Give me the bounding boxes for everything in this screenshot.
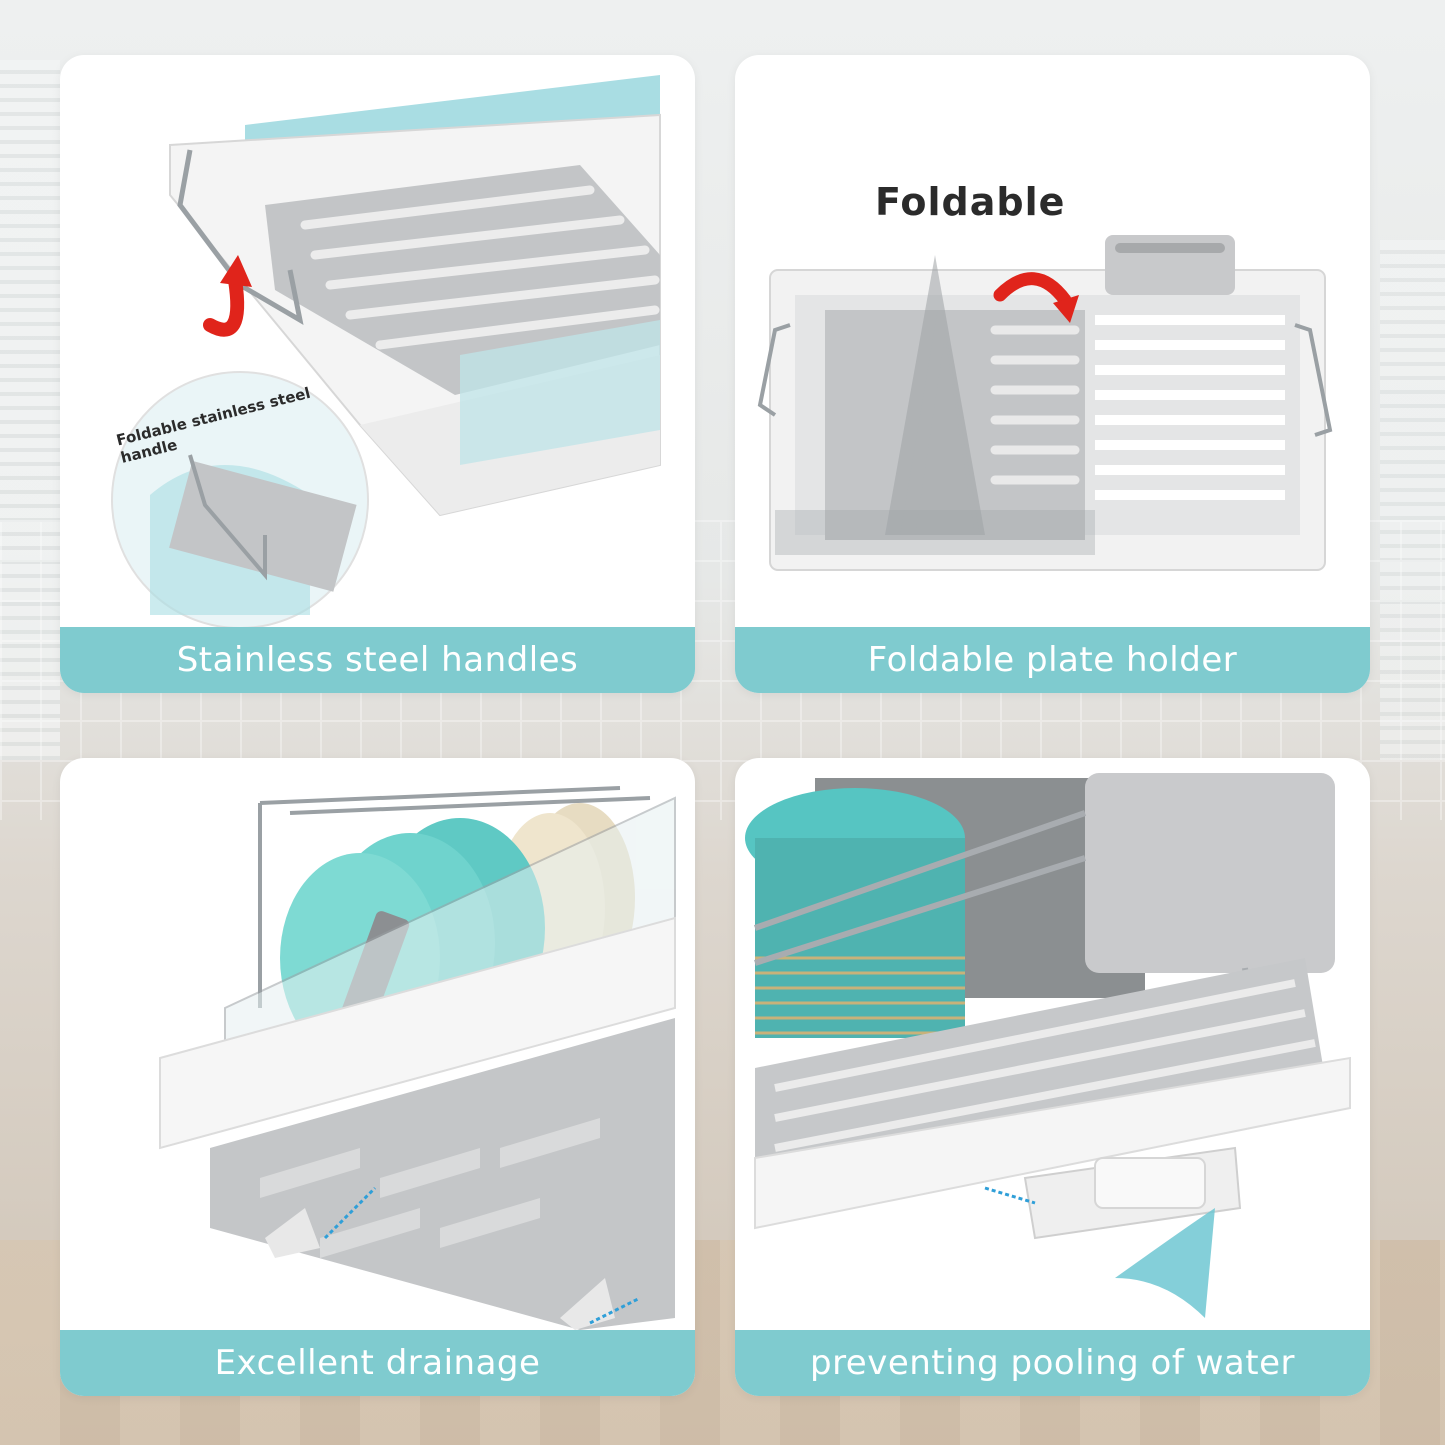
- rack-spout-illustration: [745, 773, 1351, 1318]
- panel-excellent-drainage: Excellent drainage: [60, 758, 695, 1396]
- background-window-right: [1380, 240, 1445, 760]
- panel-preventing-pooling: preventing pooling of water: [735, 758, 1370, 1396]
- caption-foldable-plate-holder: Foldable plate holder: [735, 627, 1370, 693]
- foldable-title: Foldable: [875, 180, 1066, 224]
- rack-drainage-illustration: [159, 786, 676, 1330]
- rack-foldable-illustration: [757, 235, 1333, 571]
- caption-preventing-pooling: preventing pooling of water: [735, 1330, 1370, 1396]
- background-window: [0, 60, 60, 760]
- adjust-arrow-icon-2: [589, 1296, 641, 1325]
- panel-foldable-plate-holder: Foldable Foldable plate holder: [735, 55, 1370, 693]
- rack-handle-illustration: [111, 75, 661, 627]
- slide-arrow-icon: [984, 1186, 1036, 1205]
- fold-arrow-icon: [993, 272, 1072, 307]
- caption-stainless-steel-handles: Stainless steel handles: [60, 627, 695, 693]
- adjust-arrow-icon: [323, 1186, 377, 1240]
- water-flow-icon: [1115, 1208, 1215, 1318]
- caption-excellent-drainage: Excellent drainage: [60, 1330, 695, 1396]
- panel-stainless-steel-handles: Foldable stainless steel handle Stainles…: [60, 55, 695, 693]
- rotate-arrow-icon: [203, 273, 245, 337]
